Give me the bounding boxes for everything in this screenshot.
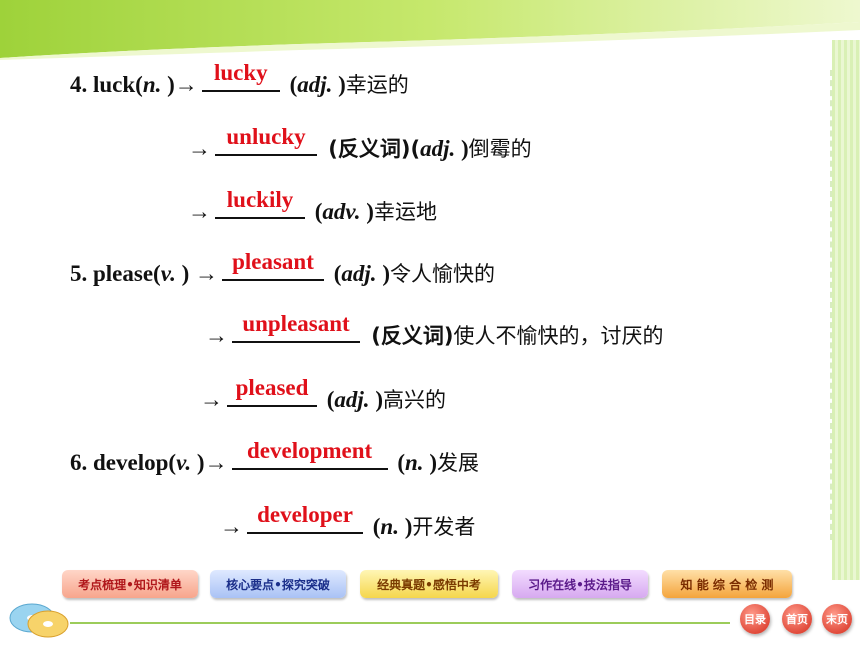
paren-close: )	[360, 199, 374, 224]
answer-text: developer	[257, 502, 353, 527]
word-text: 6. develop(	[70, 450, 177, 475]
top-decorative-band	[0, 0, 860, 60]
arrow-text: ) →	[175, 261, 218, 286]
word-text: 5. please(	[70, 261, 161, 286]
paren-close: )	[455, 136, 469, 161]
meaning-text: 幸运的	[345, 73, 409, 97]
bottom-divider	[70, 622, 730, 624]
meaning-text: 倒霉的	[468, 137, 532, 161]
last-page-button[interactable]: 末页	[822, 604, 852, 634]
toc-button[interactable]: 目录	[740, 604, 770, 634]
note-text: (反义词)	[364, 324, 454, 348]
pos-text: n.	[142, 72, 162, 97]
answer-text: lucky	[213, 60, 268, 85]
nav-button-writing-online[interactable]: 习作在线•技法指导	[512, 570, 648, 598]
pos-text: adv.	[322, 199, 361, 224]
pos-text: v.	[160, 261, 176, 286]
item-line: 4. luck(n. )→ lucky (adj. )幸运的	[70, 60, 409, 99]
note-text: (反义词)(	[321, 137, 421, 161]
first-page-button[interactable]: 首页	[782, 604, 812, 634]
item-line: 5. please(v. ) → pleasant (adj. )令人愉快的	[70, 249, 495, 288]
paren-close: )	[332, 72, 346, 97]
pos-text: adj.	[297, 72, 333, 97]
answer-blank: lucky	[201, 60, 280, 92]
paren-open: (	[321, 387, 335, 412]
meaning-text: 令人愉快的	[389, 262, 495, 286]
paren-open: (	[283, 72, 298, 97]
meaning-text: 开发者	[412, 515, 476, 539]
arrow-text: )→	[161, 72, 198, 97]
paren-open: (	[367, 514, 381, 539]
pos-text: adj.	[420, 136, 456, 161]
cd-disc-icon	[8, 592, 72, 640]
dashed-divider	[830, 70, 832, 540]
answer-text: pleased	[235, 375, 309, 400]
answer-blank: pleasant	[222, 249, 324, 281]
right-decorative-border	[832, 40, 860, 580]
answer-text: unlucky	[226, 124, 306, 149]
answer-text: pleasant	[232, 249, 314, 274]
answer-text: unpleasant	[242, 311, 350, 336]
answer-blank: developer	[247, 502, 363, 534]
answer-blank: unpleasant	[232, 311, 360, 343]
item-line: → pleased (adj. )高兴的	[200, 375, 446, 414]
nav-button-classic-questions[interactable]: 经典真题•感悟中考	[360, 570, 498, 598]
answer-blank: unlucky	[215, 124, 317, 156]
item-line: → unpleasant (反义词)使人不愉快的，讨厌的	[205, 311, 664, 350]
arrow-text: →	[188, 199, 211, 224]
paren-open: (	[391, 450, 406, 475]
paren-close: )	[398, 514, 413, 539]
item-line: → developer (n. )开发者	[220, 502, 476, 541]
pos-text: n.	[405, 450, 424, 475]
meaning-text: 幸运地	[373, 200, 437, 224]
pos-text: n.	[380, 514, 399, 539]
paren-open: (	[328, 261, 342, 286]
paren-close: )	[369, 387, 383, 412]
arrow-text: →	[200, 387, 223, 412]
answer-blank: development	[231, 438, 388, 470]
pos-text: adj.	[341, 261, 377, 286]
paren-close: )	[423, 450, 437, 475]
arrow-text: →	[188, 136, 211, 161]
answer-blank: luckily	[215, 187, 305, 219]
pos-text: adj.	[334, 387, 370, 412]
word-text: 4. luck(	[70, 72, 143, 97]
meaning-text: 发展	[436, 451, 479, 475]
arrow-text: )→	[191, 450, 228, 475]
paren-open: (	[309, 199, 323, 224]
arrow-text: →	[220, 514, 243, 539]
arrow-text: →	[205, 323, 228, 348]
answer-blank: pleased	[227, 375, 317, 407]
meaning-text: 高兴的	[382, 388, 446, 412]
item-line: → luckily (adv. )幸运地	[188, 187, 437, 226]
paren-close: )	[376, 261, 390, 286]
pos-text: v.	[176, 450, 192, 475]
nav-button-core-points[interactable]: 核心要点•探究突破	[210, 570, 346, 598]
nav-button-exam-points[interactable]: 考点梳理•知识清单	[62, 570, 198, 598]
answer-text: development	[246, 438, 373, 463]
meaning-text: 使人不愉快的，讨厌的	[453, 324, 664, 348]
nav-button-comprehensive-test[interactable]: 知 能 综 合 检 测	[662, 570, 792, 598]
item-line: → unlucky (反义词)(adj. )倒霉的	[188, 124, 532, 163]
answer-text: luckily	[226, 187, 294, 212]
item-line: 6. develop(v. )→ development (n. )发展	[70, 438, 479, 477]
